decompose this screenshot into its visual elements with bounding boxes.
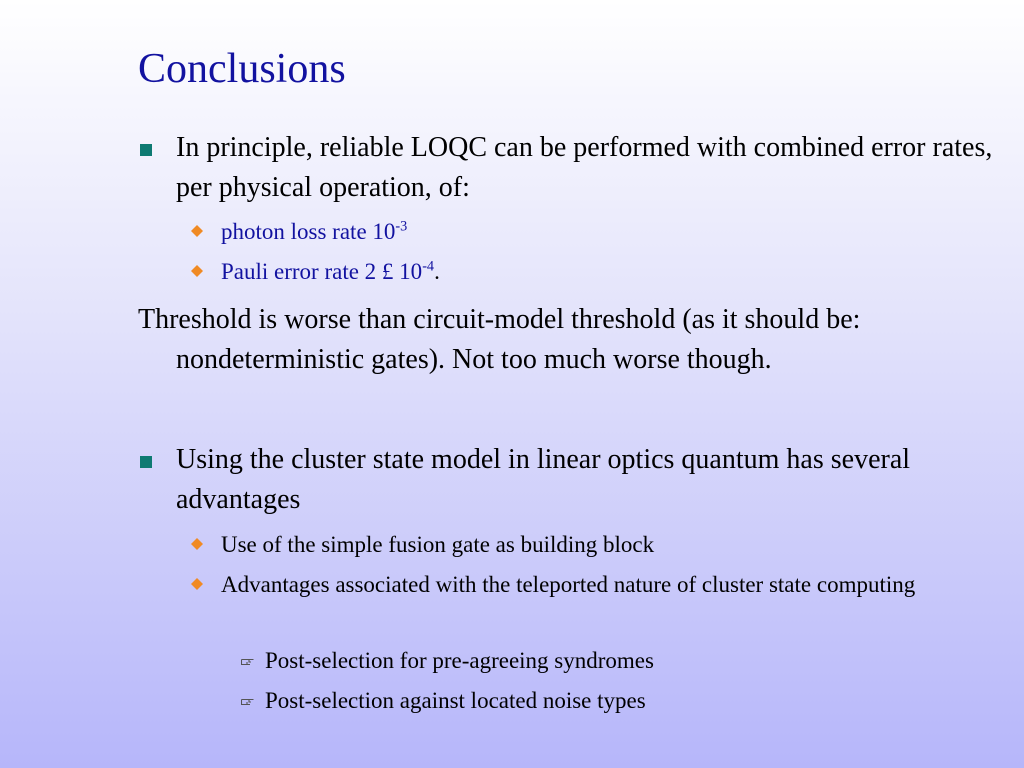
exponent: -4: [422, 258, 435, 275]
sub-item-photon-loss: photon loss rate 10-3: [191, 215, 981, 249]
diamond-bullet-icon: [191, 578, 203, 590]
subsub-item-located-noise: Post-selection against located noise typ…: [241, 684, 985, 718]
bullet-item-cluster-state: Using the cluster state model in linear …: [140, 440, 996, 520]
pointing-hand-icon: [241, 658, 254, 666]
diamond-bullet-icon: [191, 225, 203, 237]
diamond-bullet-icon: [191, 265, 203, 277]
pointing-hand-icon: [241, 698, 254, 706]
sub-item-text: Advantages associated with the teleporte…: [221, 572, 916, 597]
bullet-item-loqc-threshold: In principle, reliable LOQC can be perfo…: [140, 128, 996, 208]
bullet-text: In principle, reliable LOQC can be perfo…: [176, 132, 993, 203]
sub-item-text: Use of the simple fusion gate as buildin…: [221, 532, 655, 557]
square-bullet-icon: [140, 144, 152, 156]
sub-item-pauli-error: Pauli error rate 2 £ 10-4.: [191, 255, 981, 289]
sub-item-teleported-nature: Advantages associated with the teleporte…: [191, 568, 981, 602]
subsub-item-pre-agreeing: Post-selection for pre-agreeing syndrome…: [241, 644, 985, 678]
square-bullet-icon: [140, 456, 152, 468]
diamond-bullet-icon: [191, 538, 203, 550]
threshold-paragraph: Threshold is worse than circuit-model th…: [138, 304, 861, 375]
bullet-text: Using the cluster state model in linear …: [176, 444, 911, 515]
sub-item-fusion-gate: Use of the simple fusion gate as buildin…: [191, 528, 981, 562]
subsub-item-text: Post-selection for pre-agreeing syndrome…: [265, 648, 654, 673]
sub-item-text: photon loss rate 10: [221, 219, 396, 244]
sub-item-suffix: .: [434, 259, 440, 284]
sub-item-text: Pauli error rate 2 £ 10: [221, 259, 423, 284]
exponent: -3: [395, 218, 408, 235]
subsub-item-text: Post-selection against located noise typ…: [265, 688, 646, 713]
slide-title: Conclusions: [138, 46, 346, 92]
